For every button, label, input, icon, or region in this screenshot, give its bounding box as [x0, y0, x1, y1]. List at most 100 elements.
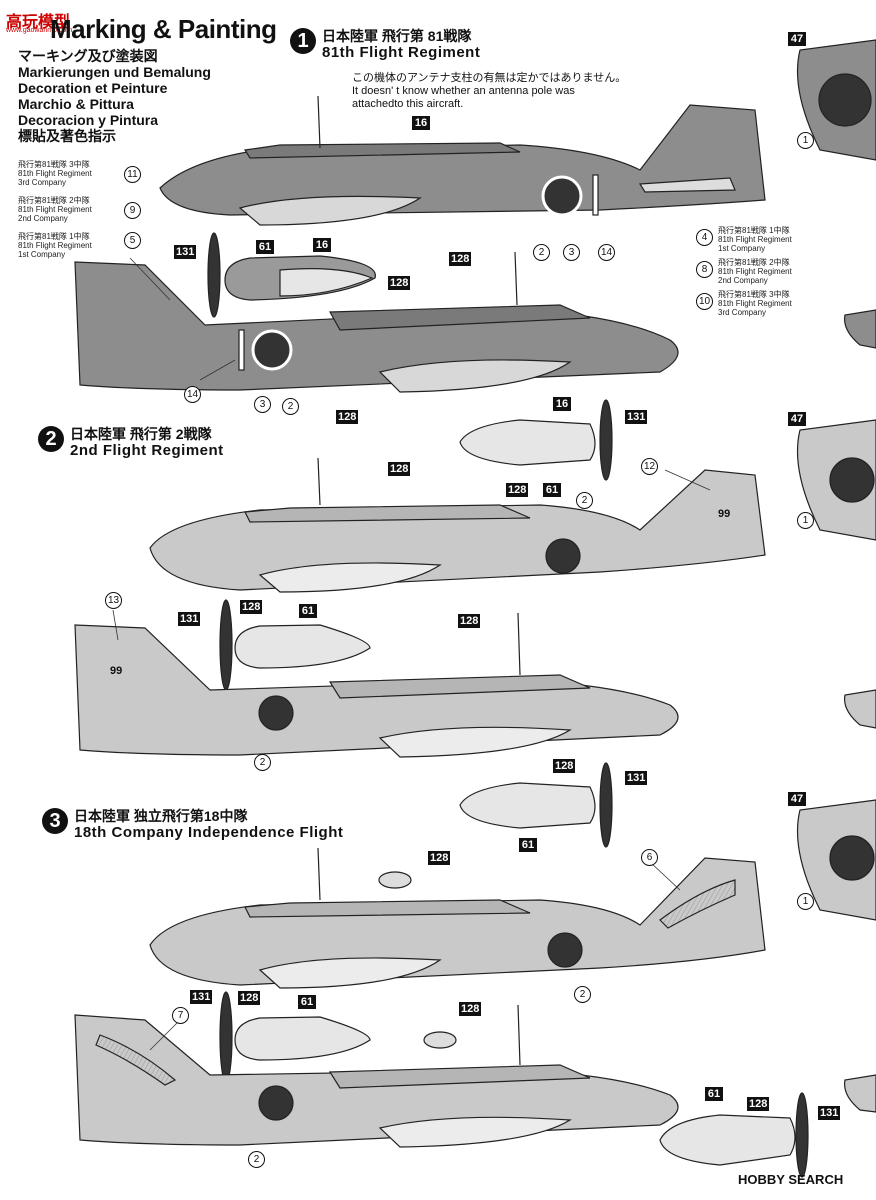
decal-callout-3: 3 [563, 244, 580, 261]
nacelle-3c [659, 1092, 809, 1178]
decal-callout-14: 14 [184, 386, 201, 403]
decal-callout-10: 10 [696, 293, 713, 310]
lang-chinese: 標貼及著色指示 [18, 128, 116, 144]
paint-code-131: 131 [190, 990, 213, 1004]
antenna-note-jp: この機体のアンテナ支柱の有無は定かではありません。 [352, 72, 627, 84]
watermark-logo: 高玩模型 [6, 14, 71, 31]
paint-code-128: 128 [428, 851, 451, 865]
nacelle-3 [459, 762, 613, 848]
section-3-title-en: 18th Company Independence Flight [74, 824, 344, 841]
section-2-title-en: 2nd Flight Regiment [70, 442, 224, 459]
aircraft-2a [149, 457, 766, 593]
decal-callout-14: 14 [598, 244, 615, 261]
paint-code-128: 128 [506, 483, 529, 497]
paint-code-128: 128 [553, 759, 576, 773]
lang-italian: Marchio & Pittura [18, 96, 134, 112]
aircraft-2b [74, 612, 679, 758]
paint-code-131: 131 [818, 1106, 841, 1120]
paint-code-128: 128 [388, 276, 411, 290]
paint-code-128: 128 [388, 462, 411, 476]
decal-callout-4: 4 [696, 229, 713, 246]
decal-callout-2: 2 [254, 754, 271, 771]
tail-code: 99 [110, 665, 123, 677]
decal-callout-8: 8 [696, 261, 713, 278]
paint-code-131: 131 [178, 612, 201, 626]
paint-code-16: 16 [553, 397, 571, 411]
nacelle-2b [219, 599, 371, 691]
aircraft-3a [149, 847, 766, 989]
wing-views-right [796, 39, 876, 1113]
paint-code-47: 47 [788, 412, 806, 426]
decal-callout-2: 2 [533, 244, 550, 261]
antenna-note-en-2: attachedto this aircraft. [352, 98, 464, 110]
section-1-title-jp: 日本陸軍 飛行第 81戦隊 [322, 28, 472, 44]
section-3-title-jp: 日本陸軍 独立飛行第18中隊 [74, 808, 248, 824]
paint-code-128: 128 [459, 1002, 482, 1016]
paint-code-131: 131 [625, 771, 648, 785]
nacelle-2 [459, 399, 613, 481]
paint-code-16: 16 [313, 238, 331, 252]
lang-french: Decoration et Peinture [18, 80, 168, 96]
language-list: マーキング及び塗装図 Markierungen und Bemalung Dec… [18, 48, 211, 144]
paint-code-128: 128 [449, 252, 472, 266]
decal-callout-5: 5 [124, 232, 141, 249]
page-title: Marking & Painting [50, 14, 277, 44]
antenna-note: この機体のアンテナ支柱の有無は定かではありません。 It doesn' t kn… [352, 72, 626, 111]
aircraft-1a [159, 95, 766, 226]
paint-code-61: 61 [543, 483, 561, 497]
nacelle-3b [219, 991, 371, 1083]
paint-code-61: 61 [298, 995, 316, 1009]
decal-callout-1: 1 [797, 132, 814, 149]
section-1-title-en: 81th Flight Regiment [322, 44, 481, 61]
paint-code-128: 128 [336, 410, 359, 424]
paint-code-128: 128 [238, 991, 261, 1005]
decal-callout-1: 1 [797, 893, 814, 910]
decal-callout-9: 9 [124, 202, 141, 219]
decal-callout-13: 13 [105, 592, 122, 609]
decal-callout-1: 1 [797, 512, 814, 529]
paint-code-131: 131 [625, 410, 648, 424]
decal-callout-6: 6 [641, 849, 658, 866]
lang-japanese: マーキング及び塗装図 [18, 48, 158, 64]
section-2-badge: 2 [38, 426, 64, 452]
leader-lines [112, 257, 711, 1051]
antenna-note-en-1: It doesn' t know whether an antenna pole… [352, 85, 575, 97]
section-1-badge: 1 [290, 28, 316, 54]
watermark-url: www.gaowanmo.com [6, 27, 73, 34]
section-3-badge: 3 [42, 808, 68, 834]
decal-callout-2: 2 [576, 492, 593, 509]
aircraft-3b [74, 1004, 679, 1148]
footer-watermark: HOBBY SEARCH [738, 1172, 844, 1187]
paint-code-61: 61 [705, 1087, 723, 1101]
lang-german: Markierungen und Bemalung [18, 64, 211, 80]
paint-code-61: 61 [299, 604, 317, 618]
decal-callout-2: 2 [282, 398, 299, 415]
tail-code: 99 [718, 508, 731, 520]
paint-code-131: 131 [174, 245, 197, 259]
paint-code-16: 16 [412, 116, 430, 130]
paint-code-47: 47 [788, 792, 806, 806]
decal-callout-2: 2 [248, 1151, 265, 1168]
decal-callout-11: 11 [124, 166, 141, 183]
nacelle-1 [207, 232, 376, 318]
paint-code-47: 47 [788, 32, 806, 46]
paint-code-128: 128 [458, 614, 481, 628]
decal-callout-7: 7 [172, 1007, 189, 1024]
aircraft-1b [74, 251, 679, 393]
decal-callout-3: 3 [254, 396, 271, 413]
paint-code-61: 61 [519, 838, 537, 852]
lang-spanish: Decoracion y Pintura [18, 112, 159, 128]
decal-callout-12: 12 [641, 458, 658, 475]
decal-callout-2: 2 [574, 986, 591, 1003]
paint-code-128: 128 [240, 600, 263, 614]
section-2-title-jp: 日本陸軍 飛行第 2戦隊 [70, 426, 212, 442]
paint-code-61: 61 [256, 240, 274, 254]
paint-code-128: 128 [747, 1097, 770, 1111]
